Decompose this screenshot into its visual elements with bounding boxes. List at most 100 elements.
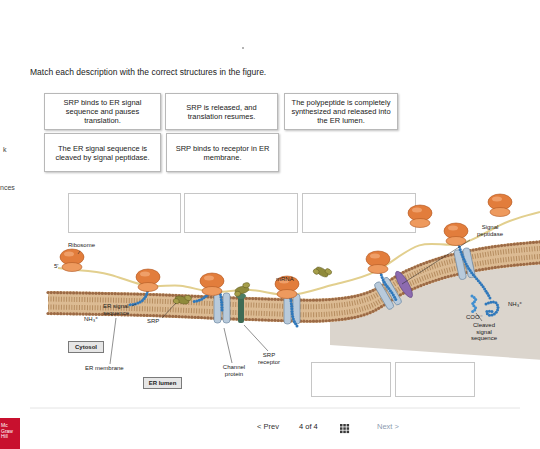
lipid-head: [75, 291, 78, 294]
lipid-head: [447, 275, 450, 278]
lipid-head: [344, 296, 347, 299]
description-card: The ER signal sequence is cleaved by sig…: [44, 133, 161, 172]
lipid-head: [59, 291, 62, 294]
amino-acid: [193, 300, 196, 303]
srp-lobe: [242, 282, 250, 288]
lipid-head: [257, 297, 260, 300]
region-label: Cytosol: [75, 344, 97, 351]
lipid-head: [235, 317, 238, 320]
lipid-head: [82, 291, 85, 294]
lipid-head: [104, 292, 107, 295]
srp-particle: [233, 282, 251, 297]
srp-lobe: [324, 268, 333, 276]
lipid-head: [270, 319, 273, 322]
lipid-head: [280, 298, 283, 301]
description-text: The polypeptide is completely synthesize…: [290, 98, 392, 125]
lipid-head: [481, 247, 484, 250]
ribosome-small: [368, 265, 388, 274]
lipid-head: [513, 264, 516, 267]
lipid-head: [277, 319, 280, 322]
page-counter: 4 of 4: [299, 423, 318, 431]
lipid-head: [431, 280, 434, 283]
lipid-head: [174, 315, 177, 318]
lipid-head: [428, 281, 431, 284]
lipid-head: [525, 241, 528, 244]
lipid-head: [91, 292, 94, 295]
amino-acid: [485, 310, 488, 313]
lipid-head: [206, 316, 209, 319]
lipid-head: [472, 248, 475, 251]
structure-label: ER membrane: [85, 365, 124, 372]
lipid-head: [75, 312, 78, 315]
lipid-head: [78, 291, 81, 294]
lipid-head: [447, 254, 450, 257]
lipid-head: [110, 292, 113, 295]
lipid-head: [264, 318, 267, 321]
lipid-head: [168, 315, 171, 318]
structure-label: Channel protein: [218, 364, 250, 377]
structure-label: mRNA: [276, 276, 294, 283]
region-tag: ER lumen: [143, 377, 182, 389]
ribosome-highlight: [204, 276, 214, 281]
amino-acid: [290, 302, 293, 305]
lipid-head: [347, 296, 350, 299]
lipid-head: [305, 320, 308, 323]
lipid-head: [178, 315, 181, 318]
lipid-head: [312, 320, 315, 323]
amino-acid: [496, 303, 499, 306]
ribosome-highlight: [140, 272, 150, 277]
lipid-head: [254, 297, 257, 300]
lipid-head: [158, 314, 161, 317]
amino-acid: [471, 310, 474, 313]
lipid-head: [318, 298, 321, 301]
lipid-head: [419, 263, 422, 266]
lipid-head: [142, 314, 145, 317]
lipid-head: [88, 292, 91, 295]
lipid-head: [232, 296, 235, 299]
leader-line: [78, 251, 80, 254]
amino-acid: [488, 296, 491, 299]
lipid-head: [450, 274, 453, 277]
lipid-head: [516, 242, 519, 245]
lipid-head: [254, 318, 257, 321]
lipid-head: [538, 261, 540, 264]
grid-cell: [340, 431, 343, 434]
lipid-head: [318, 319, 321, 322]
publisher-logo-text: Mc Graw Hill: [1, 423, 19, 440]
lipid-head: [302, 320, 305, 323]
amino-acid: [220, 303, 223, 306]
lipid-head: [53, 291, 56, 294]
lipid-head: [481, 268, 484, 271]
lipid-head: [66, 291, 69, 294]
lipid-head: [440, 277, 443, 280]
lipid-head: [149, 293, 152, 296]
lipid-head: [149, 314, 152, 317]
lipid-head: [117, 292, 120, 295]
ribosome-small: [202, 287, 222, 296]
amino-acid: [289, 300, 292, 303]
amino-acid: [497, 306, 500, 309]
lipid-head: [59, 312, 62, 315]
mrna-strand: [58, 212, 540, 295]
lipid-head: [267, 319, 270, 322]
lipid-head: [312, 299, 315, 302]
lipid-head: [210, 295, 213, 298]
lipid-head: [341, 297, 344, 300]
terminus-label: NH₃⁺: [508, 301, 522, 308]
lipid-head: [350, 316, 353, 319]
lipid-head: [359, 314, 362, 317]
amino-acid: [220, 306, 223, 309]
lipid-head: [123, 292, 126, 295]
lipid-head: [431, 259, 434, 262]
ribosome: [488, 194, 512, 217]
guide: [380, 270, 396, 300]
lipid-head: [422, 262, 425, 265]
amino-acid: [195, 299, 198, 302]
amino-acid: [129, 303, 132, 306]
amino-acid: [219, 296, 222, 299]
lipid-head: [91, 313, 94, 316]
lipid-head: [443, 276, 446, 279]
lipid-head: [428, 260, 431, 263]
lipid-head: [519, 263, 522, 266]
lipid-head: [369, 290, 372, 293]
